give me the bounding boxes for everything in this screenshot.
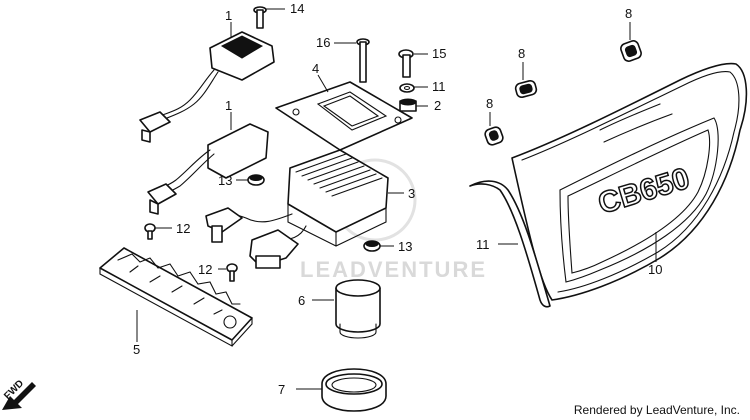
callout-1b: 1 — [225, 98, 232, 113]
callout-5: 5 — [133, 342, 140, 357]
callout-3: 3 — [408, 186, 415, 201]
callout-12a: 12 — [176, 221, 190, 236]
part-2-nut[interactable] — [399, 98, 417, 112]
part-11-trim-strip[interactable] — [469, 180, 551, 308]
part-15-bolt[interactable] — [398, 49, 414, 78]
callout-8a: 8 — [625, 6, 632, 21]
watermark: LEADVENTURE — [300, 158, 487, 282]
leader-4 — [317, 74, 329, 93]
callout-1a: 1 — [225, 8, 232, 23]
callout-13a: 13 — [218, 173, 232, 188]
callout-8b: 8 — [518, 46, 525, 61]
callout-14: 14 — [290, 1, 304, 16]
part-14-bolt[interactable] — [253, 6, 267, 29]
callout-10: 10 — [648, 262, 662, 277]
callout-8c: 8 — [486, 96, 493, 111]
part-13-nut-lower[interactable] — [363, 240, 381, 252]
part-12-screw-lower[interactable] — [226, 263, 238, 282]
callout-4: 4 — [312, 61, 319, 76]
callout-16: 16 — [316, 35, 330, 50]
part-3-regulator-rectifier[interactable] — [205, 149, 389, 269]
part-13-nut-upper[interactable] — [247, 174, 265, 186]
forward-arrow-icon — [2, 382, 36, 410]
part-16-bolt[interactable] — [356, 38, 370, 83]
credit-text: Rendered by LeadVenture, Inc. — [573, 403, 740, 417]
part-8-grommet-middle[interactable] — [514, 79, 538, 99]
callout-11b: 11 — [476, 237, 490, 252]
callout-13b: 13 — [398, 239, 412, 254]
part-8-grommet-lower[interactable] — [484, 126, 505, 147]
callout-11a: 11 — [432, 79, 446, 94]
part-11-washer[interactable] — [399, 83, 415, 93]
part-1-lower-unit[interactable] — [147, 123, 269, 215]
callout-6: 6 — [298, 293, 305, 308]
part-1-upper-unit[interactable] — [139, 31, 275, 143]
part-10-side-cover[interactable]: CB650 — [511, 62, 748, 301]
callout-2: 2 — [434, 98, 441, 113]
watermark-text: LEADVENTURE — [300, 257, 487, 282]
part-4-bracket[interactable] — [275, 81, 413, 151]
part-8-grommet-top[interactable] — [619, 39, 642, 62]
callout-7: 7 — [278, 382, 285, 397]
part-12-screw-upper[interactable] — [144, 223, 156, 240]
part-7-band[interactable] — [321, 368, 387, 412]
part-5-base-plate[interactable] — [99, 247, 253, 347]
callout-12b: 12 — [198, 262, 212, 277]
part-6-capacitor[interactable] — [335, 279, 381, 339]
callout-15: 15 — [432, 46, 446, 61]
